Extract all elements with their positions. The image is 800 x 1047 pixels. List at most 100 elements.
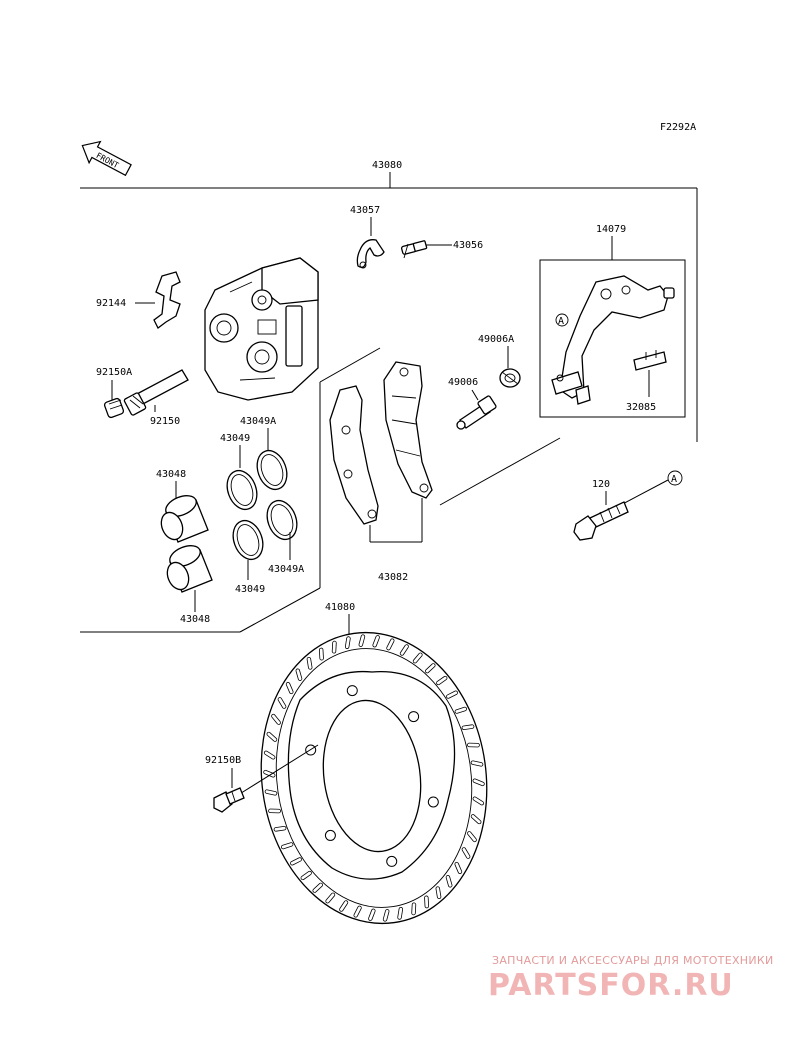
- disc-slot: [454, 706, 468, 714]
- disc-slot: [412, 652, 423, 664]
- front-arrow-icon: FRONT: [81, 140, 132, 177]
- callout-43049-top: 43049: [220, 433, 250, 444]
- disc-mount-hole: [386, 855, 398, 867]
- boot-49006A: [499, 368, 521, 388]
- disc-slot: [331, 640, 337, 654]
- disc-slot: [339, 900, 349, 912]
- disc-mount-hole: [427, 796, 439, 808]
- disc-slot: [344, 636, 351, 649]
- callout-14079: 14079: [596, 224, 626, 235]
- disc-bolt-92150B: [213, 787, 245, 813]
- disc-slot: [470, 814, 482, 825]
- disc-mount-hole: [346, 685, 358, 697]
- seal-43049-bot: [232, 519, 264, 561]
- callout-43049A-top: 43049A: [240, 416, 276, 427]
- callout-43057: 43057: [350, 205, 380, 216]
- disc-slot: [372, 635, 380, 648]
- caliper-body: [204, 257, 319, 401]
- watermark-logo: PARTSFOR.RU: [488, 968, 734, 1003]
- plug-92150A: [103, 397, 125, 419]
- disc-slot: [454, 861, 463, 875]
- brake-pad-right: [383, 361, 433, 499]
- disc-slot: [472, 796, 485, 806]
- piston-43048-bot: [166, 545, 213, 593]
- disc-slot: [273, 825, 287, 832]
- watermark-tagline: ЗАПЧАСТИ И АКСЕССУАРЫ ДЛЯ МОТОТЕХНИКИ: [492, 954, 774, 967]
- seal-43049A-bot: [266, 499, 298, 541]
- disc-slot: [467, 831, 477, 843]
- callout-49006A: 49006A: [478, 334, 514, 345]
- bleeder-valve: [401, 240, 428, 259]
- seal-43049-top: [226, 469, 258, 511]
- disc-mount-hole: [408, 711, 420, 723]
- disc-slot: [435, 886, 442, 900]
- disc-slot: [358, 634, 366, 647]
- caliper-bracket-14079: [551, 275, 675, 405]
- pad-bracket-43082: [369, 498, 423, 543]
- disc-slot: [285, 681, 294, 695]
- pin-92150: [123, 369, 189, 416]
- pin-bolt-49006: [456, 395, 497, 430]
- disc-slot: [306, 656, 313, 670]
- disc-slot: [472, 778, 485, 787]
- callout-43082: 43082: [378, 572, 408, 583]
- disc-slot: [271, 713, 281, 725]
- callout-41080: 41080: [325, 602, 355, 613]
- disc-slot: [436, 675, 448, 686]
- disc-slot: [461, 724, 475, 731]
- piston-43048-top: [160, 495, 209, 543]
- disc-slot: [470, 760, 484, 767]
- bolt-120: [573, 501, 629, 541]
- disc-slot: [467, 742, 480, 748]
- disc-slot: [445, 875, 453, 888]
- callout-32085: 32085: [626, 402, 656, 413]
- ref-a-bolt: A: [667, 470, 683, 486]
- disc-slot: [263, 750, 276, 760]
- disc-slot: [280, 842, 294, 850]
- disc-slot: [312, 882, 324, 893]
- bracket-frame: [539, 259, 686, 418]
- callout-43049A-bot: 43049A: [268, 564, 304, 575]
- figure-code: F2292A: [660, 122, 696, 133]
- callout-92144: 92144: [96, 298, 126, 309]
- disc-slot: [277, 697, 287, 709]
- svg-text:A: A: [671, 474, 677, 485]
- disc-slot: [446, 690, 458, 699]
- callout-43049-bot: 43049: [235, 584, 265, 595]
- disc-slot: [461, 847, 471, 859]
- pad-guide-32085: [633, 350, 667, 371]
- brake-disc-41080: [260, 631, 488, 925]
- brake-pad-left: [329, 385, 379, 525]
- seal-43049A-top: [256, 449, 288, 491]
- disc-slot: [411, 902, 417, 916]
- disc-slot: [386, 638, 395, 651]
- ref-a-bracket: A: [555, 313, 569, 327]
- disc-slot: [290, 857, 302, 866]
- disc-slot: [424, 663, 436, 674]
- callout-92150A: 92150A: [96, 367, 132, 378]
- disc-mount-hole: [324, 829, 336, 841]
- disc-slot: [300, 870, 312, 881]
- disc-slot: [264, 789, 278, 796]
- disc-slot: [424, 895, 430, 909]
- disc-slot: [325, 892, 336, 904]
- disc-slot: [266, 731, 278, 742]
- bleeder-cap: [356, 239, 385, 269]
- disc-slot: [318, 647, 324, 661]
- disc-slot: [368, 908, 376, 921]
- disc-slot: [353, 905, 362, 918]
- callout-43048-bot: 43048: [180, 614, 210, 625]
- callout-43048-top: 43048: [156, 469, 186, 480]
- callout-43056: 43056: [453, 240, 483, 251]
- callout-49006: 49006: [448, 377, 478, 388]
- disc-slot: [295, 668, 303, 681]
- callout-92150B: 92150B: [205, 755, 241, 766]
- callout-120: 120: [592, 479, 610, 490]
- disc-slot: [268, 808, 281, 814]
- assembly-bracket: [80, 172, 698, 633]
- pad-spring: [153, 271, 181, 329]
- disc-slot: [397, 907, 404, 920]
- callout-43080: 43080: [372, 160, 402, 171]
- disc-slot: [399, 644, 409, 656]
- callout-92150: 92150: [150, 416, 180, 427]
